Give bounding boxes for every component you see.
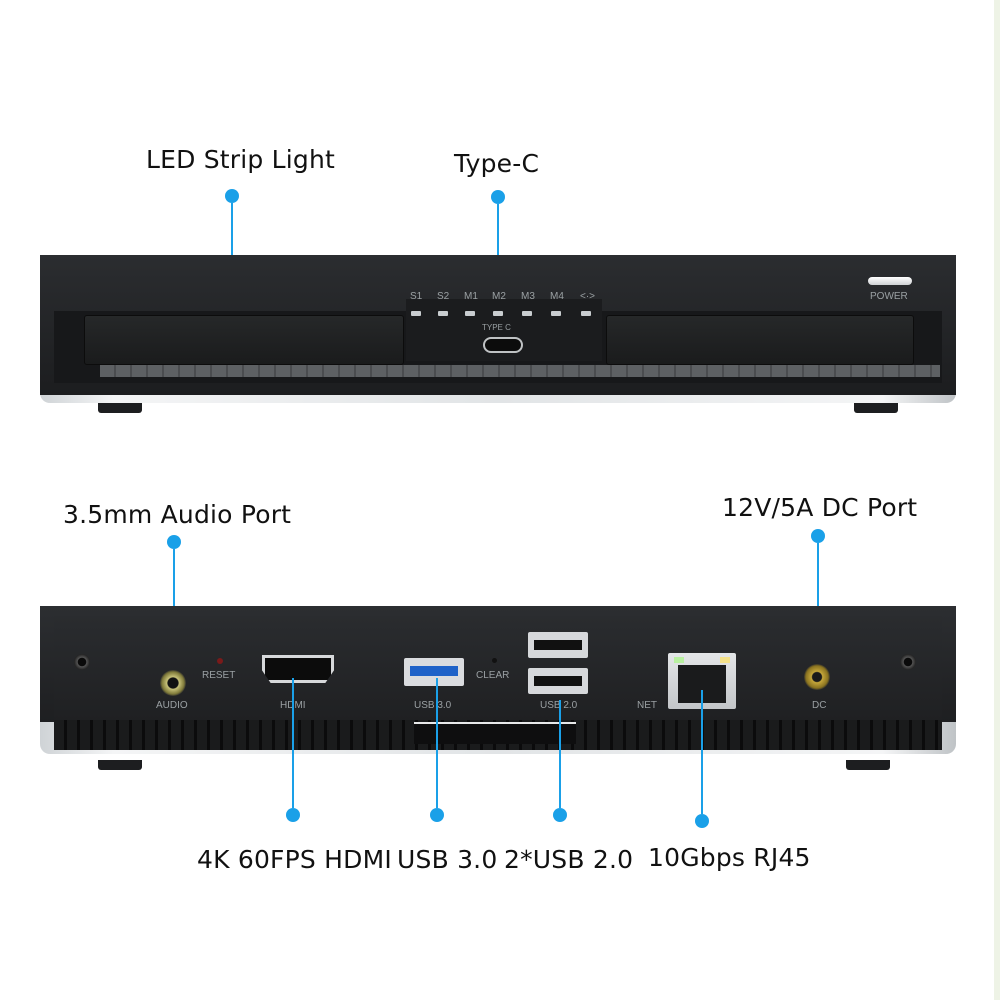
usb-3-port-label: USB 3.0 [414,700,452,711]
rear-io-panel [54,616,942,722]
led-strip-light [100,365,940,377]
callout-dot-rj45 [695,814,709,828]
status-led-s2 [438,311,448,316]
audio-port-label: AUDIO [156,700,188,711]
indicator-label-m2: M2 [492,291,506,302]
status-led-s1 [411,311,421,316]
indicator-label-m4: M4 [550,291,564,302]
power-button [868,277,912,285]
status-led-link [581,311,591,316]
status-led-m3 [522,311,532,316]
callout-dot-led-strip [225,189,239,203]
callout-dot-dc [811,529,825,543]
background-edge [994,0,1000,1000]
device-foot-left [98,760,142,770]
clear-pinhole [492,658,497,663]
usb-3-port [404,658,464,686]
type-c-port-label: TYPE C [482,323,511,332]
usb-2-upper-tongue [534,640,582,650]
power-label: POWER [870,291,908,302]
hdmi-port [262,655,334,683]
usb-2-port-label: USB 2.0 [540,700,578,711]
reset-pinhole [217,658,223,664]
usb-2-port-upper [528,632,588,658]
rj45-port [668,653,736,709]
indicator-label-m3: M3 [521,291,535,302]
usb-2-port-lower [528,668,588,694]
screw-right [900,654,916,670]
device-rear-view: AUDIO RESET HDMI USB 3.0 CLEAR USB 2.0 N… [40,606,956,770]
callout-line-usb2 [559,700,561,808]
type-c-port [483,337,523,353]
dc-port-label: DC [812,700,827,711]
usb-3-tongue [410,666,458,676]
callout-type-c: Type-C [454,149,540,178]
callout-dot-type-c [491,190,505,204]
dc-power-jack [804,664,830,690]
callout-line-usb3 [436,678,438,808]
device-front-view: S1 S2 M1 M2 M3 M4 <·> TYPE C POWER [40,255,956,415]
status-led-m1 [465,311,475,316]
callout-dot-usb3 [430,808,444,822]
rj45-link-led [674,657,684,663]
callout-hdmi: 4K 60FPS HDMI [197,845,392,874]
callout-dc-port: 12V/5A DC Port [722,493,918,522]
device-foot-left [98,403,142,413]
callout-led-strip-light: LED Strip Light [146,145,336,174]
rj45-activity-led [720,657,730,663]
device-foot-right [846,760,890,770]
device-foot-right [854,403,898,413]
callout-line-hdmi [292,678,294,808]
indicator-label-m1: M1 [464,291,478,302]
callout-line-rj45 [701,690,703,814]
usb-2-lower-tongue [534,676,582,686]
status-led-m2 [493,311,503,316]
callout-audio-port: 3.5mm Audio Port [63,500,292,529]
callout-dot-hdmi [286,808,300,822]
callout-usb3: USB 3.0 [397,845,498,874]
drive-bay-left [84,315,404,365]
callout-usb2: 2*USB 2.0 [504,845,634,874]
clear-label: CLEAR [476,670,510,681]
indicator-label-s1: S1 [410,291,423,302]
callout-dot-usb2 [553,808,567,822]
callout-rj45: 10Gbps RJ45 [648,843,811,872]
callout-dot-audio [167,535,181,549]
indicator-label-link: <·> [580,291,596,302]
indicator-label-s2: S2 [437,291,450,302]
status-led-m4 [551,311,561,316]
reset-label: RESET [202,670,236,681]
drive-bay-right [606,315,914,365]
audio-jack [160,670,186,696]
card-slot [414,722,576,744]
screw-left [74,654,90,670]
net-port-label: NET [637,700,657,711]
